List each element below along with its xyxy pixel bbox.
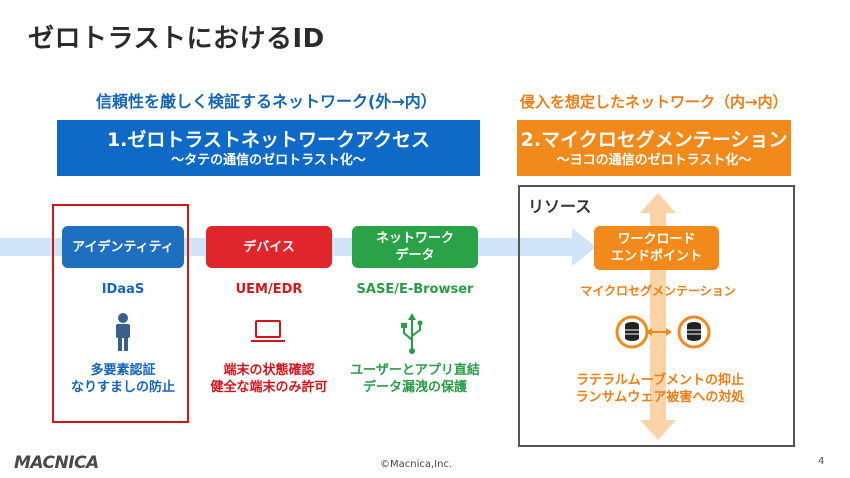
workload-pill-line2: エンドポイント [610, 249, 702, 264]
identity-desc-line1: 多要素認証 [90, 363, 156, 378]
workload-label: マイクロセグメンテーション [580, 284, 736, 298]
ztna-subheading: ～タテの通信のゼロトラスト化～ [171, 153, 366, 168]
network-data-pill: ネットワーク データ [352, 226, 478, 268]
left-subtitle: 信頼性を厳しく検証するネットワーク(外→内） [96, 92, 437, 111]
network-desc-line1: ユーザーとアプリ直結 [350, 363, 480, 378]
workload-pill: ワークロード エンドポイント [594, 226, 719, 270]
device-pill: デバイス [206, 226, 332, 268]
brand-logo: MACNICA [14, 453, 99, 473]
identity-pill: アイデンティティ [62, 226, 184, 268]
database-icon [615, 315, 649, 349]
microseg-subheading: ～ヨコの通信のゼロトラスト化～ [556, 153, 752, 168]
copyright: ©Macnica,Inc. [380, 459, 453, 470]
network-pill-line1: ネットワーク [375, 231, 454, 246]
device-desc-line1: 端末の状態確認 [223, 363, 315, 378]
microseg-heading: 2.マイクロセグメンテーション [520, 129, 788, 151]
resource-label: リソース [528, 197, 592, 216]
right-subtitle: 侵入を想定したネットワーク（内→内） [520, 93, 788, 111]
usb-icon [401, 313, 423, 354]
network-description: ユーザーとアプリ直結 データ漏洩の保護 [346, 362, 484, 396]
bidirectional-arrow-icon [646, 328, 672, 336]
identity-label: IDaaS [101, 282, 145, 297]
person-icon [116, 313, 130, 351]
device-desc-line2: 健全な端末のみ許可 [210, 380, 328, 395]
device-label: UEM/EDR [235, 282, 303, 297]
identity-description: 多要素認証 なりすましの防止 [62, 362, 184, 396]
identity-desc-line2: なりすましの防止 [70, 380, 175, 395]
network-desc-line2: データ漏洩の保護 [362, 380, 467, 395]
database-icon [677, 315, 711, 349]
identity-highlight-box [52, 204, 189, 423]
workload-desc-line1: ラテラルムーブメントの抑止 [576, 373, 744, 388]
network-pill-line2: データ [395, 248, 435, 263]
ztna-heading: 1.ゼロトラストネットワークアクセス [106, 129, 431, 151]
resource-box [518, 185, 795, 447]
workload-desc-line2: ランサムウェア被害への対処 [575, 390, 745, 405]
microseg-banner: 2.マイクロセグメンテーション ～ヨコの通信のゼロトラスト化～ [517, 120, 791, 176]
workload-description: ラテラルムーブメントの抑止 ランサムウェア被害への対処 [560, 372, 760, 406]
page-number: 4 [818, 456, 825, 467]
ztna-banner: 1.ゼロトラストネットワークアクセス ～タテの通信のゼロトラスト化～ [57, 120, 480, 176]
workload-pill-line1: ワークロード [617, 232, 696, 247]
network-label: SASE/E-Browser [356, 282, 474, 297]
laptop-icon [251, 320, 285, 342]
vertical-flow-arrow [640, 193, 676, 440]
device-description: 端末の状態確認 健全な端末のみ許可 [196, 362, 342, 396]
page-title: ゼロトラストにおけるID [28, 24, 325, 54]
